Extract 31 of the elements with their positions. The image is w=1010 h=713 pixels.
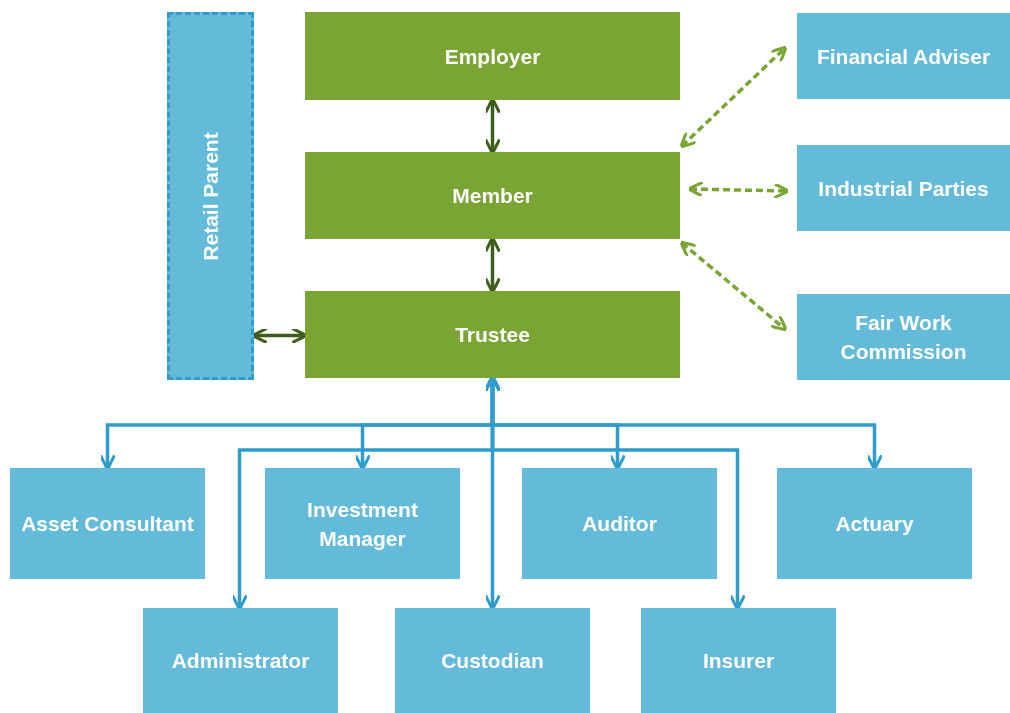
- node-label: Investment Manager: [306, 496, 419, 552]
- connector-arrow: [687, 180, 790, 200]
- connector-arrow: [679, 45, 788, 149]
- node-label: Employer: [444, 43, 541, 70]
- process-box: [797, 294, 1010, 380]
- node-label: Actuary: [835, 511, 914, 537]
- process-box: [777, 468, 972, 579]
- node-label: Member: [452, 183, 533, 209]
- node-label: Industrial Parties: [818, 175, 989, 202]
- process-box: [305, 291, 680, 378]
- process-box: [305, 12, 680, 100]
- process-box: [305, 152, 680, 239]
- process-box: [522, 468, 717, 579]
- node-label: Administrator: [171, 648, 310, 674]
- node-label: Custodian: [441, 648, 544, 674]
- process-box: [797, 145, 1010, 231]
- connector-arrow: [679, 240, 788, 332]
- node-label: Retail Parent: [198, 131, 223, 261]
- node-label: Auditor: [582, 511, 657, 537]
- node-label: Financial Adviser: [816, 43, 991, 70]
- process-box: [395, 608, 590, 713]
- node-label: Fair Work Commission: [839, 310, 968, 365]
- process-box: [797, 13, 1010, 99]
- process-box: [265, 468, 460, 579]
- node-label: Trustee: [455, 322, 530, 348]
- process-box: [143, 608, 338, 713]
- process-box: [641, 608, 836, 713]
- process-box: [10, 468, 205, 579]
- node-label: Insurer: [702, 648, 775, 674]
- dashed-box: [167, 12, 254, 380]
- node-label: Asset Consultant: [21, 511, 194, 537]
